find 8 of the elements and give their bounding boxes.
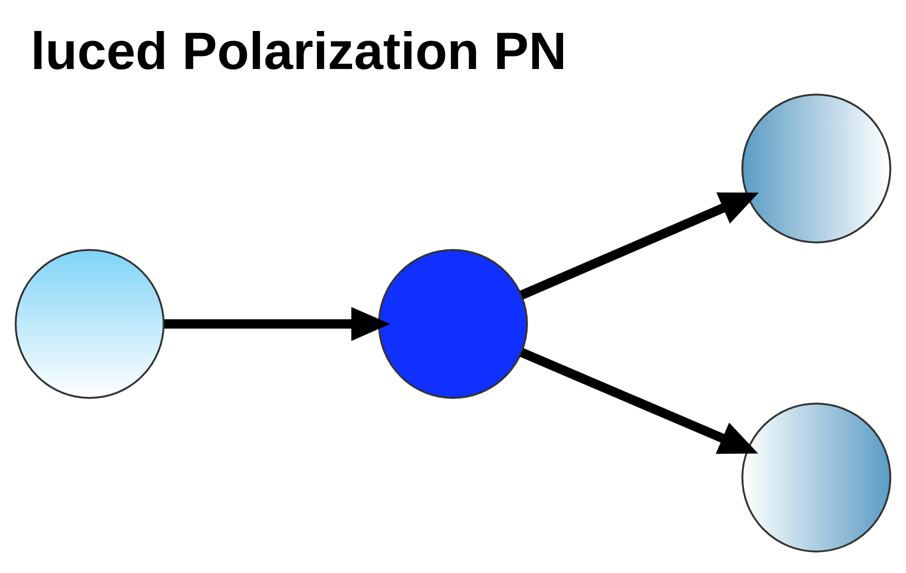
diagram-title: luced Polarization PN [30,23,567,82]
arrow [164,306,390,341]
node-circle [741,402,892,552]
node-circle [378,249,528,399]
arrow [520,192,759,300]
node-circle [741,94,892,244]
node-circle [14,249,165,399]
arrow [520,348,758,454]
